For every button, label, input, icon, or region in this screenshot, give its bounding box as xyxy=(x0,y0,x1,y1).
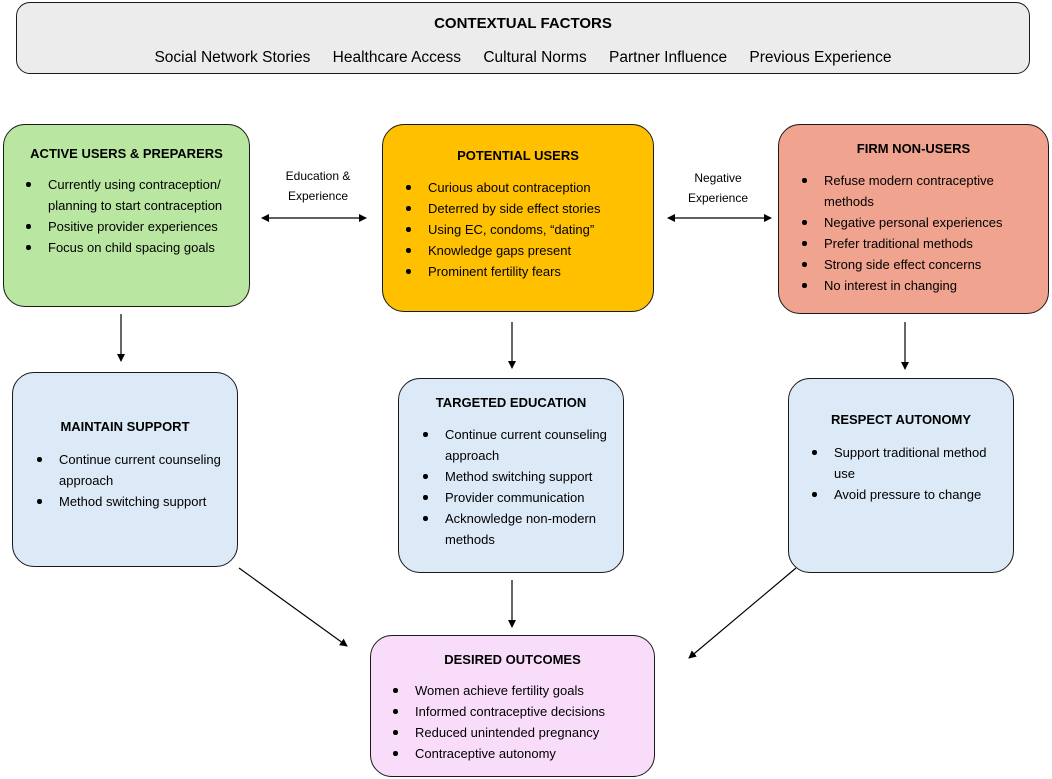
list-item: Strong side effect concerns xyxy=(802,254,1034,275)
respect-autonomy-list: Support traditional method use Avoid pre… xyxy=(812,442,1004,505)
list-item: Avoid pressure to change xyxy=(812,484,1004,505)
factor-healthcare-access: Healthcare Access xyxy=(332,49,462,66)
arrow-respect-outcomes xyxy=(688,567,797,659)
list-item: Prominent fertility fears xyxy=(406,261,648,282)
firm-non-users-box: FIRM NON-USERS Refuse modern contracepti… xyxy=(778,124,1049,314)
potential-users-title: POTENTIAL USERS xyxy=(457,148,579,163)
list-item: Method switching support xyxy=(37,491,229,512)
list-item: Method switching support xyxy=(423,466,617,487)
desired-outcomes-list: Women achieve fertility goals Informed c… xyxy=(393,680,645,764)
list-item: Positive provider experiences xyxy=(26,216,233,237)
list-item: Deterred by side effect stories xyxy=(406,198,648,219)
list-item: Continue current counseling approach xyxy=(37,449,229,491)
list-item: No interest in changing xyxy=(802,275,1034,296)
maintain-support-list: Continue current counseling approach Met… xyxy=(37,449,229,512)
list-item: Focus on child spacing goals xyxy=(26,237,233,258)
factor-social-network-stories: Social Network Stories xyxy=(154,49,311,66)
list-item: Informed contraceptive decisions xyxy=(393,701,645,722)
list-item: Prefer traditional methods xyxy=(802,233,1034,254)
firm-non-users-title: FIRM NON-USERS xyxy=(856,141,971,156)
list-item: Reduced unintended pregnancy xyxy=(393,722,645,743)
desired-outcomes-title: DESIRED OUTCOMES xyxy=(444,652,581,667)
targeted-education-box: TARGETED EDUCATION Continue current coun… xyxy=(398,378,624,573)
potential-users-box: POTENTIAL USERS Curious about contracept… xyxy=(382,124,654,312)
respect-autonomy-box: RESPECT AUTONOMY Support traditional met… xyxy=(788,378,1014,573)
contextual-factors-title: CONTEXTUAL FACTORS xyxy=(434,15,612,32)
factor-cultural-norms: Cultural Norms xyxy=(483,49,587,66)
list-item: Negative personal experiences xyxy=(802,212,1034,233)
list-item: Currently using contraception/ planning … xyxy=(26,174,233,216)
firm-non-users-list: Refuse modern contraceptive methods Nega… xyxy=(802,170,1034,296)
active-users-box: ACTIVE USERS & PREPARERS Currently using… xyxy=(3,124,250,307)
targeted-education-title: TARGETED EDUCATION xyxy=(435,395,587,410)
list-item: Using EC, condoms, “dating” xyxy=(406,219,648,240)
list-item: Women achieve fertility goals xyxy=(393,680,645,701)
contextual-factors-list: Social Network Stories Healthcare Access… xyxy=(17,49,1029,67)
edge-label-education-experience: Education & Experience xyxy=(285,169,351,203)
list-item: Provider communication xyxy=(423,487,617,508)
active-users-list: Currently using contraception/ planning … xyxy=(26,174,233,258)
contextual-factors-box: CONTEXTUAL FACTORS Social Network Storie… xyxy=(16,2,1030,74)
list-item: Continue current counseling approach xyxy=(423,424,617,466)
potential-users-list: Curious about contraception Deterred by … xyxy=(406,177,648,282)
list-item: Curious about contraception xyxy=(406,177,648,198)
respect-autonomy-title: RESPECT AUTONOMY xyxy=(830,412,972,427)
factor-partner-influence: Partner Influence xyxy=(609,49,728,66)
factor-previous-experience: Previous Experience xyxy=(749,49,892,66)
list-item: Acknowledge non-modern methods xyxy=(423,508,617,550)
active-users-title: ACTIVE USERS & PREPARERS xyxy=(30,146,223,161)
maintain-support-box: MAINTAIN SUPPORT Continue current counse… xyxy=(12,372,238,567)
list-item: Support traditional method use xyxy=(812,442,1004,484)
list-item: Knowledge gaps present xyxy=(406,240,648,261)
list-item: Contraceptive autonomy xyxy=(393,743,645,764)
edge-label-negative-experience: Negative Experience xyxy=(687,171,749,205)
list-item: Refuse modern contraceptive methods xyxy=(802,170,1034,212)
maintain-support-title: MAINTAIN SUPPORT xyxy=(60,419,190,434)
targeted-education-list: Continue current counseling approach Met… xyxy=(423,424,617,550)
arrow-maintain-outcomes xyxy=(238,567,348,647)
desired-outcomes-box: DESIRED OUTCOMES Women achieve fertility… xyxy=(370,635,655,777)
